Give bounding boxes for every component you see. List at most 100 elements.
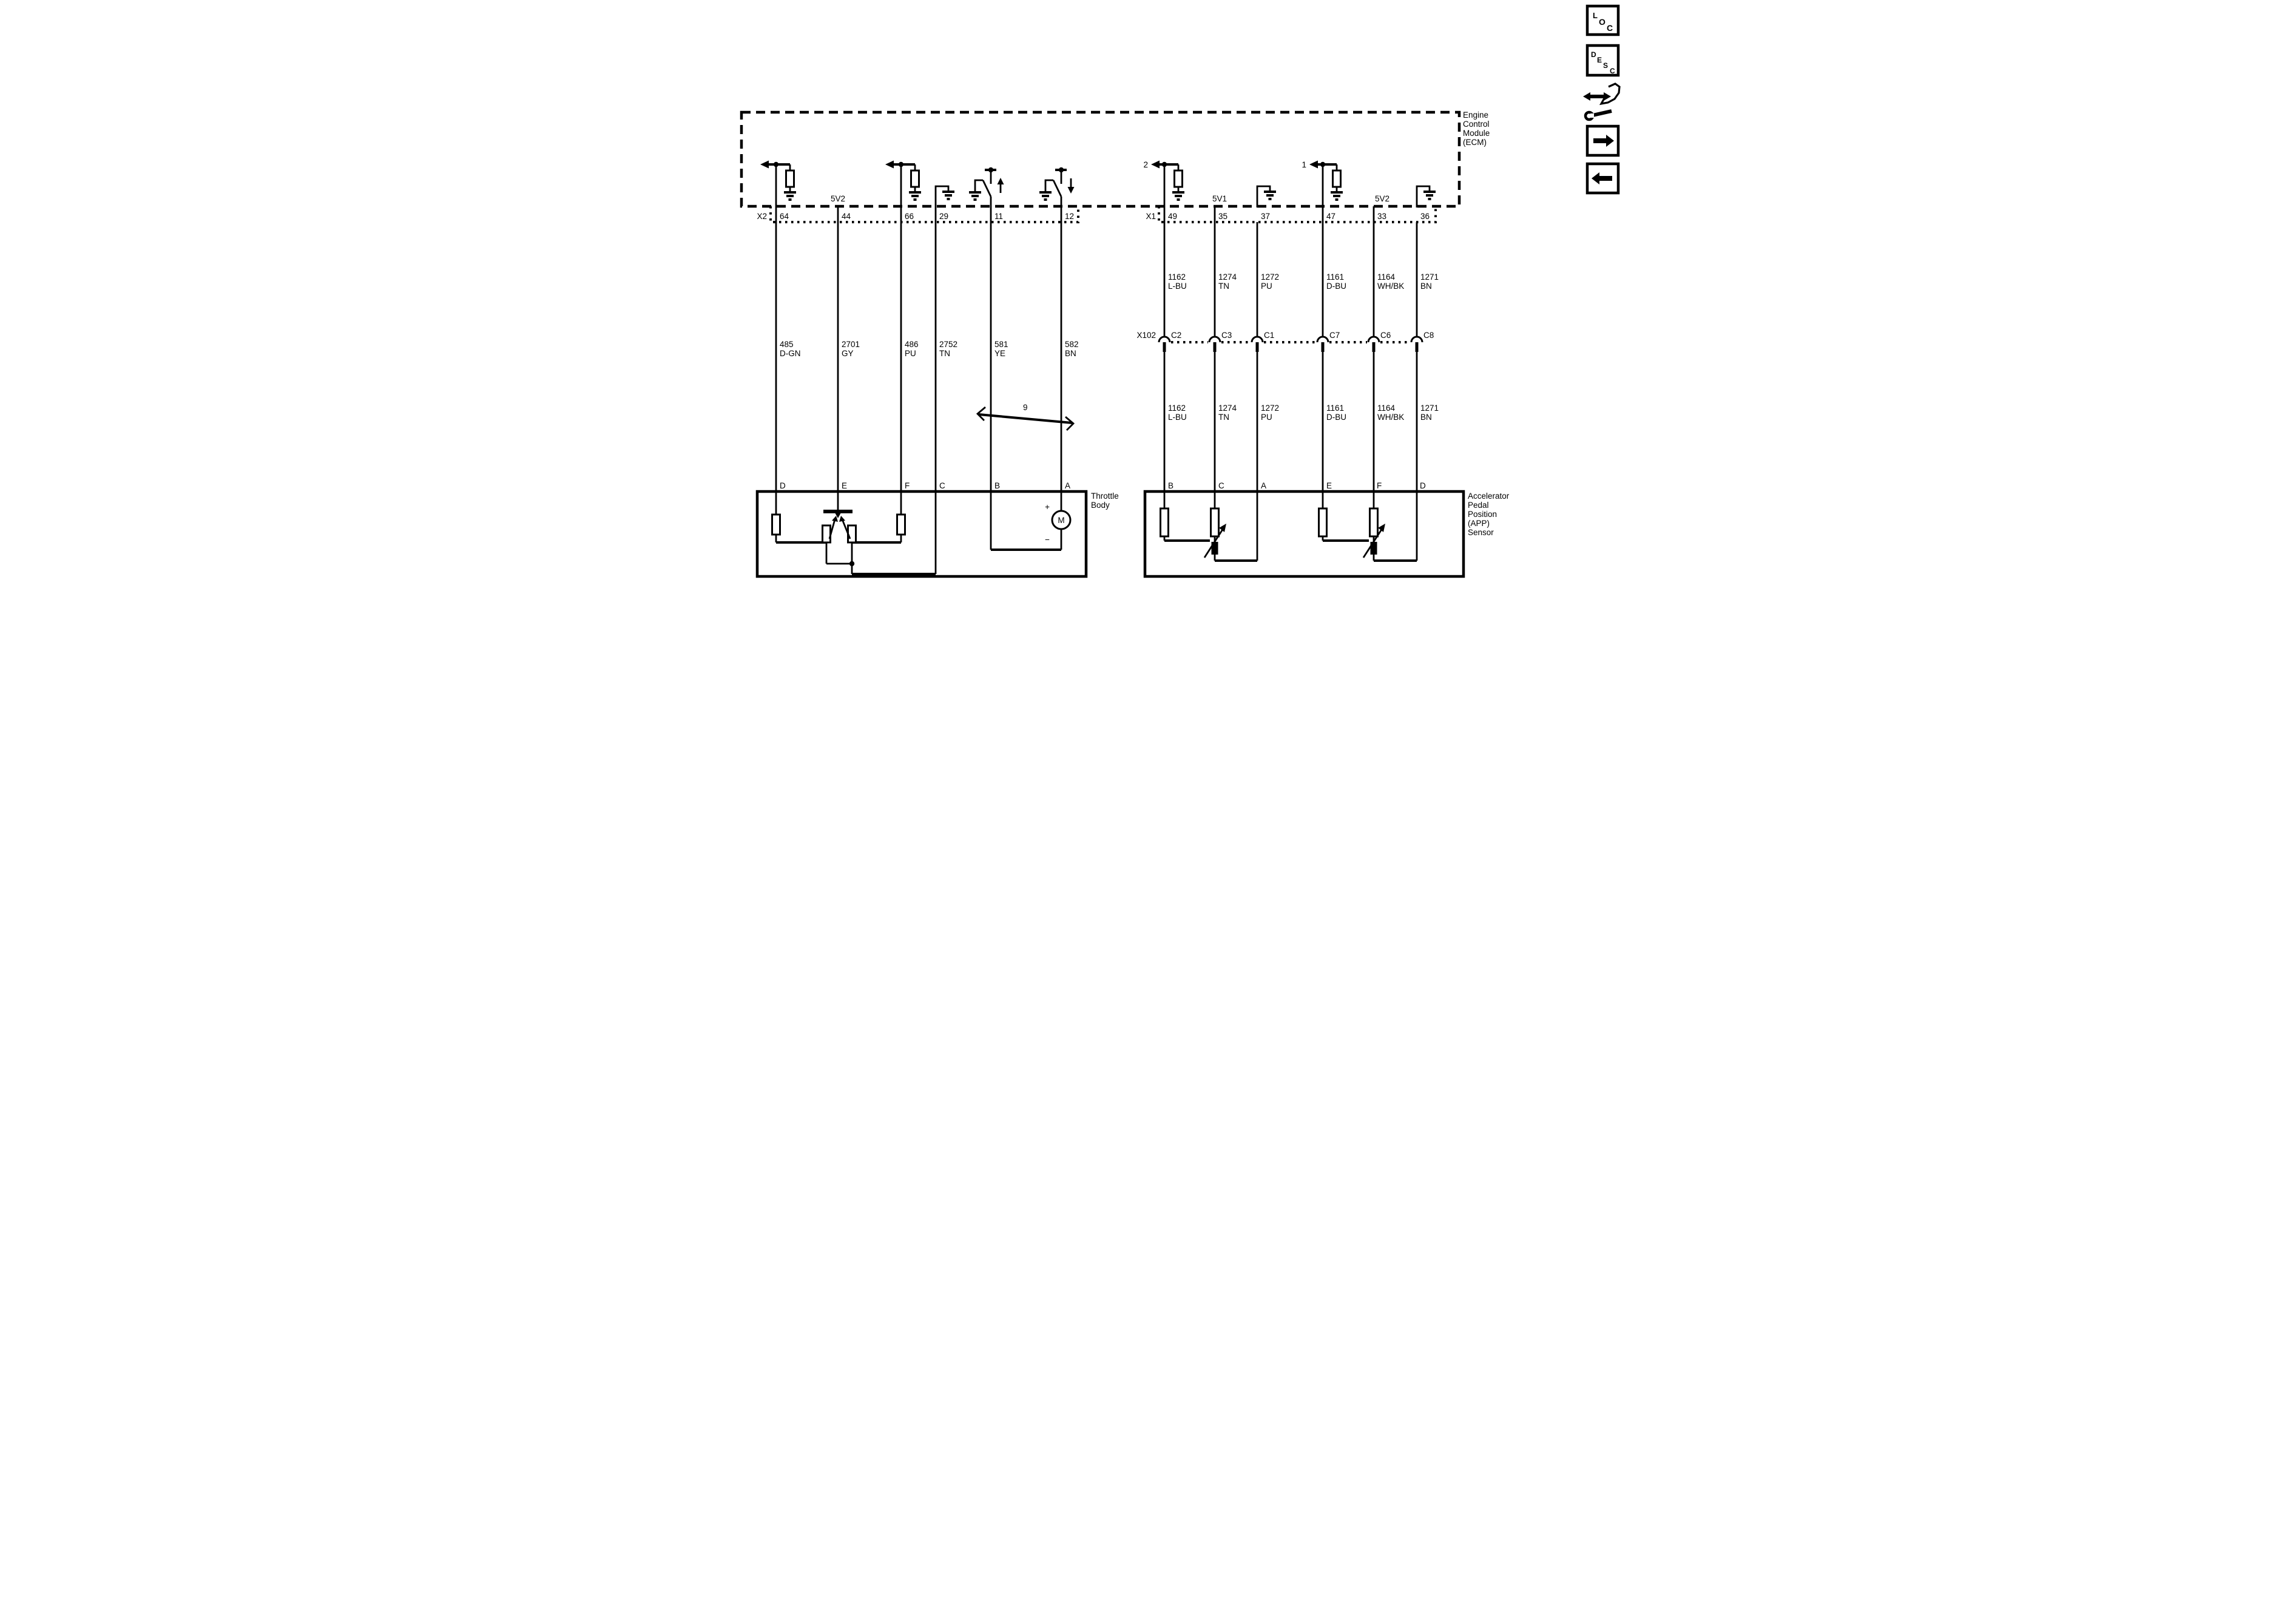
loc-button[interactable]: L O C — [1585, 4, 1620, 36]
motor-minus-label: − — [1045, 535, 1050, 544]
arrow-left-icon — [1309, 160, 1318, 169]
wire-circuit-label: 1271 — [1420, 403, 1439, 413]
wire-circuit-label: 2752 — [939, 340, 957, 349]
throttle-body-label: Throttle — [1091, 491, 1119, 501]
right-lower-wire-labels: 1162 L-BU 1274 TN 1272 PU 1161 D-BU 1164… — [1168, 403, 1439, 422]
wire-circuit-label: 485 — [780, 340, 794, 349]
arrow-up-icon — [997, 178, 1004, 193]
wire-circuit-label: 2701 — [842, 340, 860, 349]
resistor — [1210, 507, 1220, 538]
connector-id-label: X2 — [757, 212, 767, 221]
app-sensor-label: Accelerator — [1468, 491, 1510, 501]
wire-color-label: BN — [1065, 349, 1076, 358]
ecm-label-line: Module — [1463, 129, 1490, 138]
resistor — [771, 513, 781, 536]
resistor — [1160, 507, 1169, 538]
wrench-icon — [1584, 109, 1612, 121]
back-button[interactable] — [1585, 162, 1620, 195]
wire-color-label: PU — [1261, 282, 1272, 291]
harness-marker-9: 9 — [976, 403, 1075, 431]
ground-icon — [1264, 191, 1276, 200]
component-pin-letter: A — [1261, 481, 1266, 490]
resistor — [1332, 169, 1342, 188]
motor-m-label: M — [1058, 516, 1064, 525]
wire-color-label: D-BU — [1326, 282, 1346, 291]
wiper-arrow — [1203, 524, 1226, 558]
wire-color-label: L-BU — [1168, 413, 1187, 422]
wire-circuit-label: 1164 — [1377, 272, 1396, 282]
pin-number: 33 — [1377, 212, 1386, 221]
connector-x2: X2 64 44 66 29 11 12 — [757, 206, 1079, 223]
pin-number: 47 — [1326, 212, 1335, 221]
wire-color-label: TN — [1218, 413, 1229, 422]
pot-terminal — [1370, 542, 1377, 555]
app-sensor: Accelerator Pedal Position (APP) Sensor … — [1143, 481, 1510, 578]
wire-circuit-label: 486 — [905, 340, 919, 349]
pin-number: 44 — [842, 212, 851, 221]
ecm-driver-pin64 — [760, 160, 796, 201]
wire-circuit-label: 1274 — [1218, 272, 1237, 282]
connector-x1: X1 49 35 37 47 33 36 — [1146, 206, 1437, 223]
x102-pin-label: C7 — [1329, 331, 1340, 340]
wire-color-label: TN — [1218, 282, 1229, 291]
pin-number: 64 — [780, 212, 789, 221]
harness-marker-label: 9 — [1023, 403, 1028, 412]
pin-number: 29 — [939, 212, 948, 221]
wire-circuit-label: 1162 — [1168, 403, 1186, 413]
ground-icon — [1172, 191, 1184, 201]
desc-letter: D — [1591, 50, 1596, 59]
ground-icon — [1331, 191, 1343, 201]
motor-plus-label: + — [1045, 502, 1050, 511]
next-button[interactable] — [1585, 124, 1620, 157]
connector-id-label: X1 — [1146, 212, 1156, 221]
component-pin-letter: E — [842, 481, 847, 490]
ground-icon — [1423, 191, 1436, 200]
pot-element — [847, 524, 857, 544]
left-wire-labels: 485 D-GN 2701 GY 486 PU 2752 TN 581 YE 5… — [780, 340, 1079, 358]
wire-color-label: YE — [994, 349, 1005, 358]
arrow-right-icon — [1593, 135, 1614, 147]
wire-color-label: GY — [842, 349, 854, 358]
driver-number-label: 1 — [1302, 160, 1306, 169]
ecm-5v-ref-label: 5V2 — [831, 194, 845, 203]
app-pot-1 — [1160, 507, 1257, 562]
resistor — [896, 513, 906, 536]
wire-circuit-label: 1272 — [1261, 403, 1279, 413]
arrow-left-icon — [885, 160, 894, 169]
pin-number: 11 — [994, 212, 1003, 221]
ecm-switch-pin12 — [1039, 167, 1075, 201]
wire-circuit-label: 1162 — [1168, 272, 1186, 282]
component-pin-letter: F — [1377, 481, 1382, 490]
ecm-label-line: Engine — [1463, 110, 1488, 120]
resistor — [1173, 169, 1183, 188]
app-sensor-label: Pedal — [1468, 501, 1489, 510]
ground-icon — [969, 191, 981, 201]
ecm-driver-pin66 — [885, 160, 921, 201]
desc-button[interactable]: D E S C — [1585, 44, 1620, 77]
arrow-down-icon — [1067, 178, 1075, 194]
arrow-left-icon — [1592, 172, 1612, 184]
ecm-driver-pin49: 2 — [1143, 160, 1184, 201]
ecm-ground-pin36 — [1416, 185, 1436, 208]
wire-circuit-label: 1164 — [1377, 403, 1396, 413]
wire-color-label: BN — [1420, 413, 1432, 422]
wire-color-label: L-BU — [1168, 282, 1187, 291]
ecm-switch-pin11 — [969, 167, 1004, 201]
ecm-ground-pin29 — [934, 185, 954, 208]
wire-color-label: WH/BK — [1377, 282, 1404, 291]
loc-letter: C — [1607, 23, 1613, 33]
app-sensor-label: (APP) — [1468, 519, 1490, 528]
x102-pin-label: C6 — [1380, 331, 1391, 340]
desc-letter: E — [1597, 56, 1602, 64]
ecm-label-line: Control — [1463, 120, 1490, 129]
left-harness-wires — [775, 164, 1062, 574]
adjust-hand-wrench-icon[interactable] — [1583, 83, 1621, 121]
component-pin-letter: D — [1420, 481, 1426, 490]
ecm-5v1-ref-label: 5V1 — [1212, 194, 1227, 203]
throttle-body-label: Body — [1091, 501, 1110, 510]
hand-outline — [1599, 83, 1621, 106]
wiring-diagram-page: Engine Control Module (ECM) — [672, 0, 1624, 670]
wire-circuit-label: 1161 — [1326, 272, 1344, 282]
app-sensor-box — [1143, 490, 1465, 578]
wire-circuit-label: 582 — [1065, 340, 1079, 349]
